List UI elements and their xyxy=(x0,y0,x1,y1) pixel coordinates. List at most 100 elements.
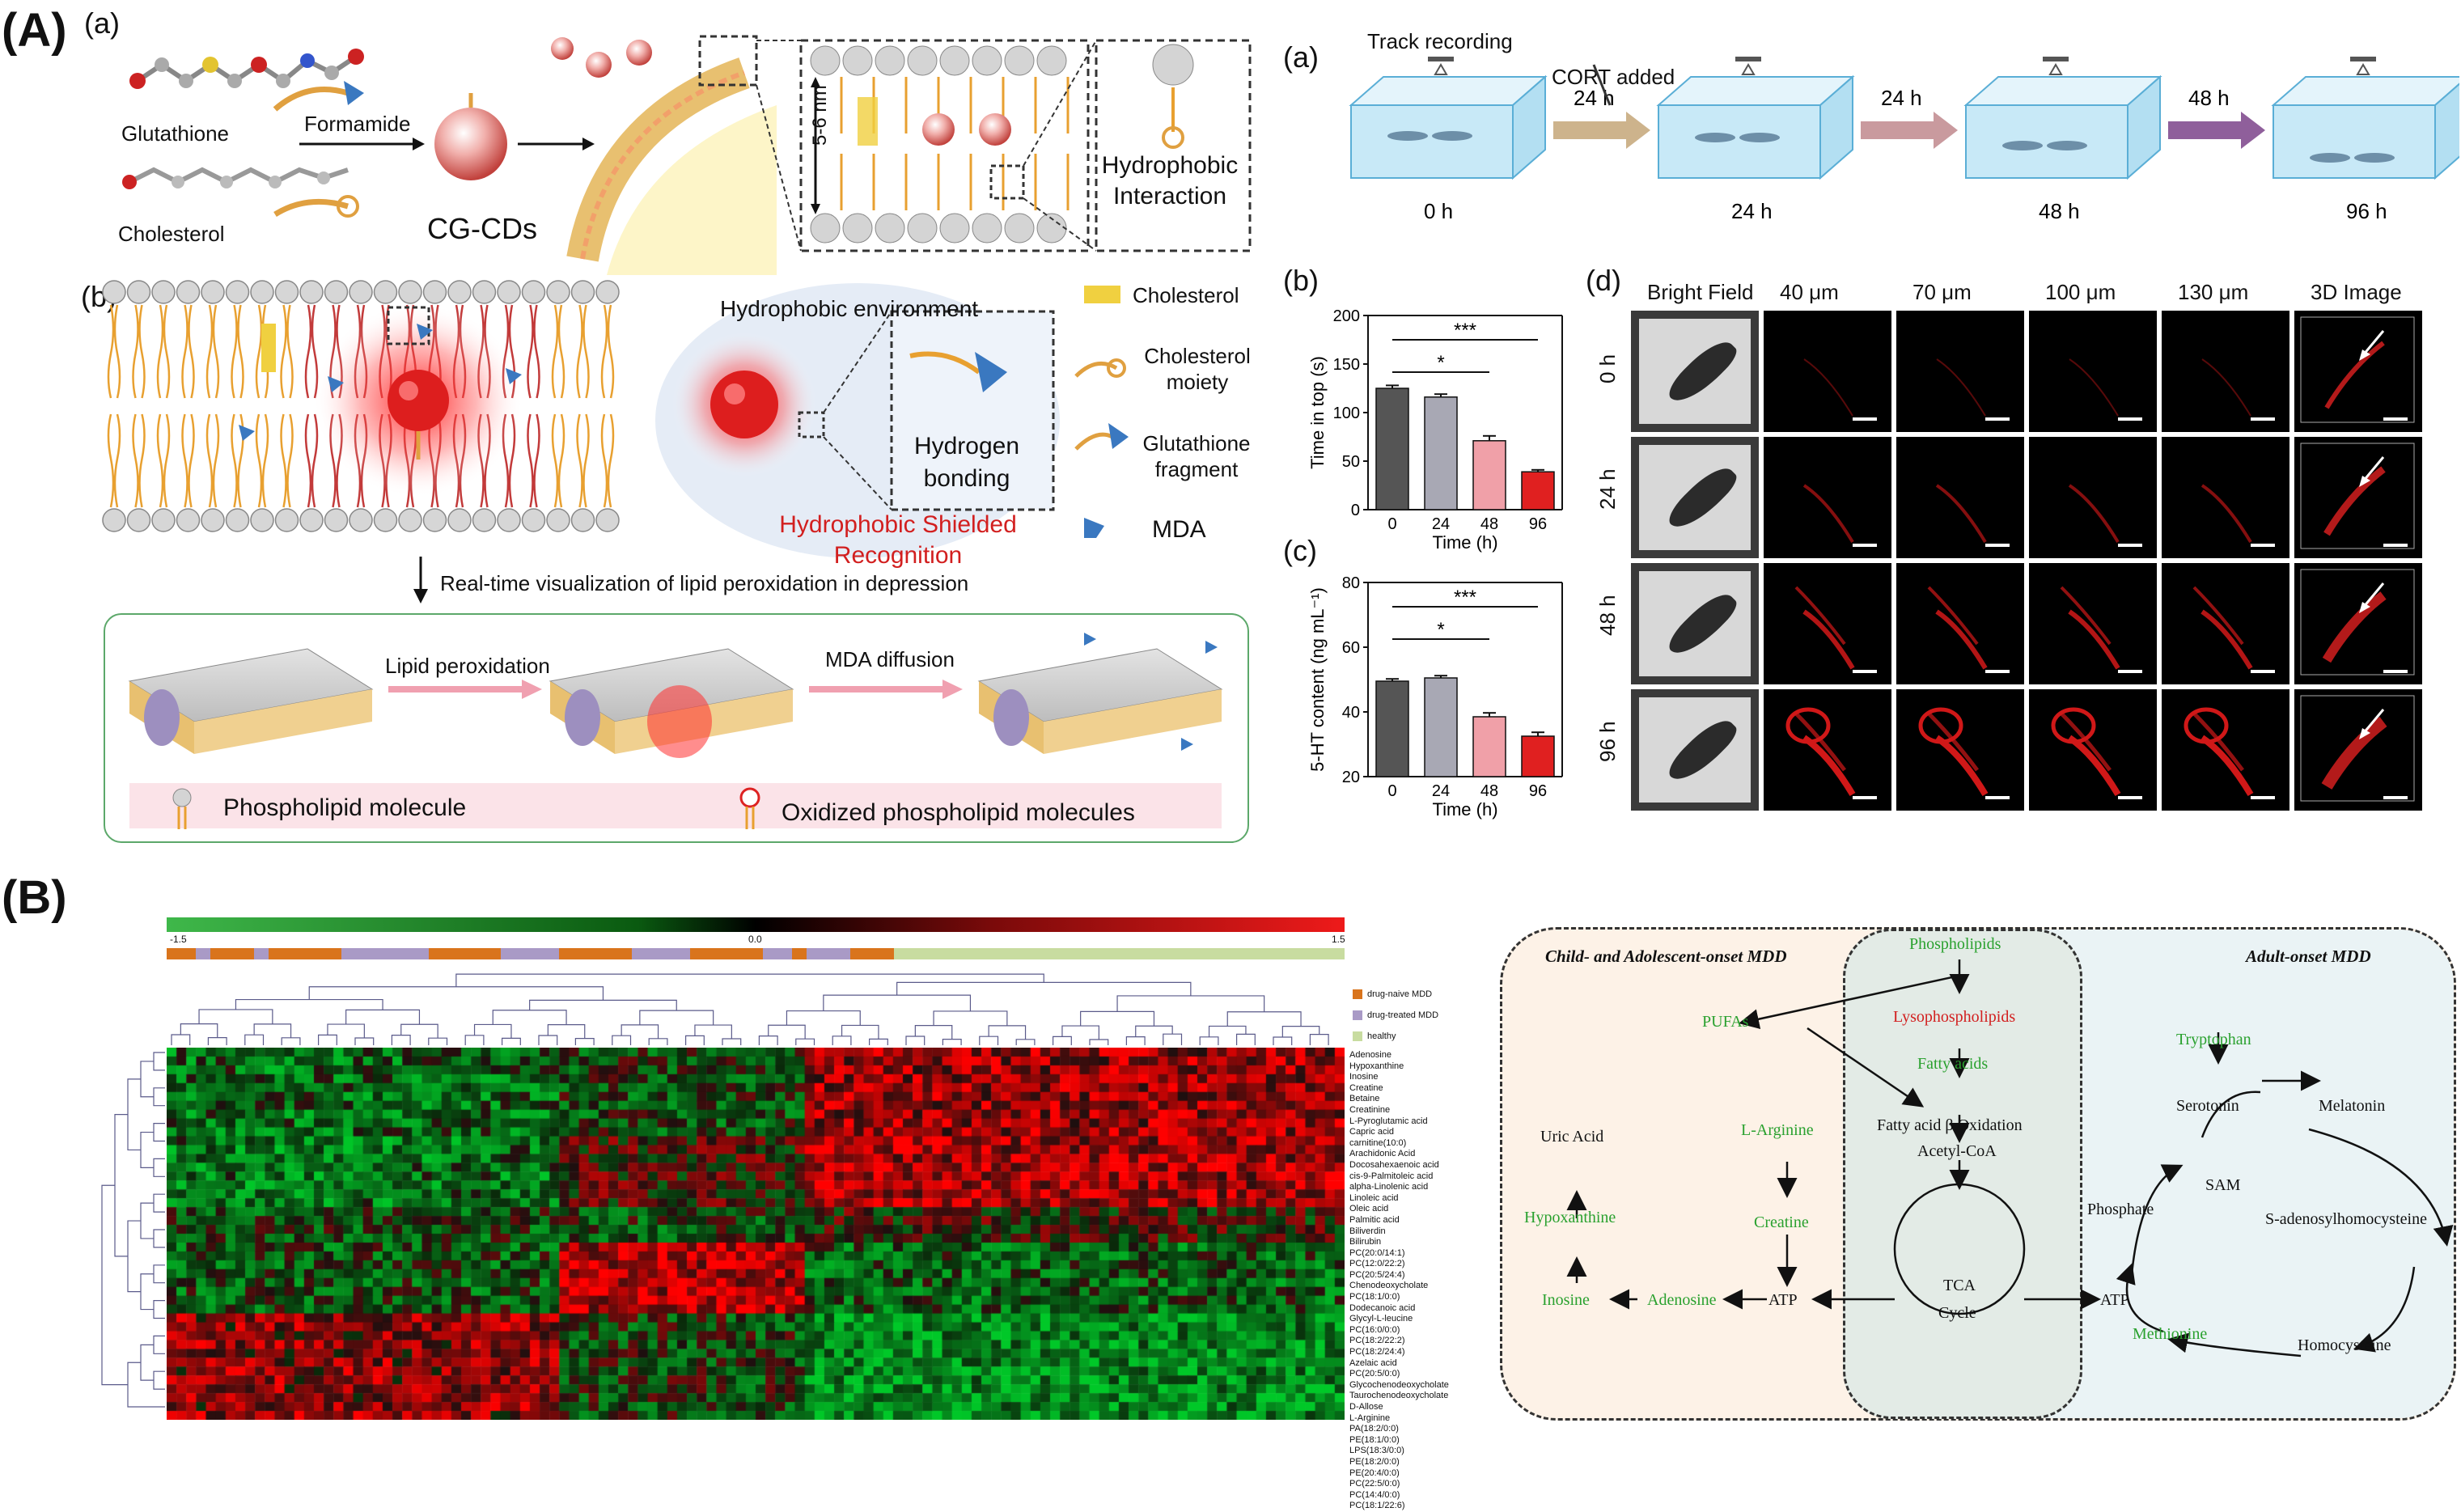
legend-swatch xyxy=(1353,1031,1362,1042)
colorbar-tick-min: -1.5 xyxy=(170,934,187,945)
panel-label-B: (B) xyxy=(2,871,67,924)
tail xyxy=(107,413,115,508)
group-segment xyxy=(1082,948,1098,959)
dendrogram-branch xyxy=(207,1037,227,1045)
dendrogram-branch xyxy=(473,1023,512,1039)
time-arrow xyxy=(2168,121,2241,139)
scale-bar xyxy=(2118,544,2142,547)
mechanism-legend-icons xyxy=(1074,286,1129,538)
fluorescence-trace xyxy=(2324,341,2385,409)
hydrophobic-interaction-label: Hydrophobic Interaction xyxy=(1101,152,1239,210)
group-segment xyxy=(559,948,574,959)
group-segment xyxy=(1257,948,1273,959)
tail xyxy=(188,304,195,399)
scale-bar xyxy=(2251,670,2275,673)
metabolite-label: PA(18:2/0:0) xyxy=(1349,1424,1399,1434)
tank-top xyxy=(1656,76,1855,106)
fluorescence-image xyxy=(2029,563,2157,684)
group-segment xyxy=(1024,948,1040,959)
fluorescence-trace xyxy=(2200,484,2252,544)
group-segment xyxy=(457,948,472,959)
x-tick-label: 24 xyxy=(1432,782,1450,800)
fluorescence-image xyxy=(1764,689,1891,811)
tail xyxy=(551,304,559,399)
head-group xyxy=(570,280,595,304)
metabolite-label: LPS(18:3/0:0) xyxy=(1349,1446,1404,1456)
head-group xyxy=(497,280,521,304)
group-segment xyxy=(574,948,589,959)
head-group xyxy=(546,508,570,532)
group-segment xyxy=(661,948,676,959)
legend-item-treated: drug-treated MDD xyxy=(1353,1005,1438,1026)
dendrogram-branch xyxy=(171,1034,191,1045)
group-segment xyxy=(282,948,299,959)
track-recording-label: Track recording xyxy=(1367,29,1513,53)
metabolite-label: D-Allose xyxy=(1349,1402,1383,1412)
significance-label: *** xyxy=(1454,320,1476,341)
group-segment xyxy=(908,948,924,959)
metabolite-label: Dodecanoic acid xyxy=(1349,1302,1416,1313)
fluorescence-signal xyxy=(1803,358,1853,417)
thickness-label: 5-6 nm xyxy=(809,85,831,146)
dendrogram-branch xyxy=(1015,1039,1036,1045)
group-segment xyxy=(486,948,502,959)
tail xyxy=(600,304,608,399)
tail xyxy=(188,413,195,508)
dendrogram-branch xyxy=(832,1036,852,1045)
fluorescence-signal xyxy=(1802,484,1854,544)
child-onset-title: Child- and Adolescent-onset MDD xyxy=(1545,947,1787,966)
group-segment xyxy=(981,948,997,959)
metabolite-label: PC(18:2/22:2) xyxy=(1349,1336,1405,1346)
dendrogram-branch xyxy=(101,1184,128,1386)
head-group xyxy=(225,508,250,532)
fluorescence-signal xyxy=(2300,695,2415,802)
group-segment xyxy=(195,948,211,959)
scale-bar xyxy=(2383,544,2408,547)
tail xyxy=(113,413,121,508)
tail xyxy=(582,413,590,508)
scale-bar xyxy=(1853,417,1877,421)
dendrogram-branch xyxy=(1089,1039,1109,1045)
group-segment xyxy=(1053,948,1069,959)
arrow-indicator xyxy=(2361,709,2385,735)
zoom-bilayer xyxy=(810,45,1070,244)
metabolite-label: PC(20:5/24:4) xyxy=(1349,1269,1405,1280)
fluorescence-trace xyxy=(1794,586,1846,646)
group-segment xyxy=(370,948,386,959)
fluorescence-image xyxy=(1764,437,1891,558)
node-uric-acid: Uric Acid xyxy=(1540,1128,1604,1146)
time-arrow-head xyxy=(1934,112,1958,149)
formamide-label: Formamide xyxy=(304,112,411,136)
legend-band xyxy=(129,783,1222,828)
head-group xyxy=(274,280,299,304)
fish xyxy=(2047,141,2087,150)
head-group xyxy=(472,280,497,304)
group-segment xyxy=(1170,948,1185,959)
tail xyxy=(163,413,171,508)
dendrogram-branch xyxy=(979,1036,999,1045)
group-segment xyxy=(1228,948,1243,959)
fish xyxy=(1432,131,1472,141)
head-group xyxy=(595,280,620,304)
legend-cholesterol: Cholesterol xyxy=(1133,283,1239,307)
dendrogram-branch xyxy=(235,998,383,1010)
dendrogram-branch xyxy=(1199,1036,1219,1045)
column-label: 100 μm xyxy=(2045,280,2116,304)
scale-bar xyxy=(1853,544,1877,547)
dendrogram-branch xyxy=(114,1114,128,1257)
tail xyxy=(156,413,164,508)
dendrogram-branch xyxy=(140,1273,154,1311)
group-segment xyxy=(1315,948,1331,959)
lipid-peroxidation-label: Lipid peroxidation xyxy=(385,654,550,678)
dendrogram-branch xyxy=(869,1038,888,1045)
fish xyxy=(2354,153,2395,163)
group-segment xyxy=(791,948,807,959)
node-tryptophan: Tryptophan xyxy=(2176,1031,2251,1048)
column-label: 70 μm xyxy=(1912,280,1972,304)
group-segment xyxy=(705,948,720,959)
dendrogram-branch xyxy=(464,1035,485,1045)
fluorescence-trace xyxy=(2192,586,2244,646)
dendrogram-branch xyxy=(1208,1025,1247,1037)
node-cycle: Cycle xyxy=(1938,1304,1976,1322)
y-axis-label: 5-HT content (ng mL⁻¹) xyxy=(1307,587,1328,772)
